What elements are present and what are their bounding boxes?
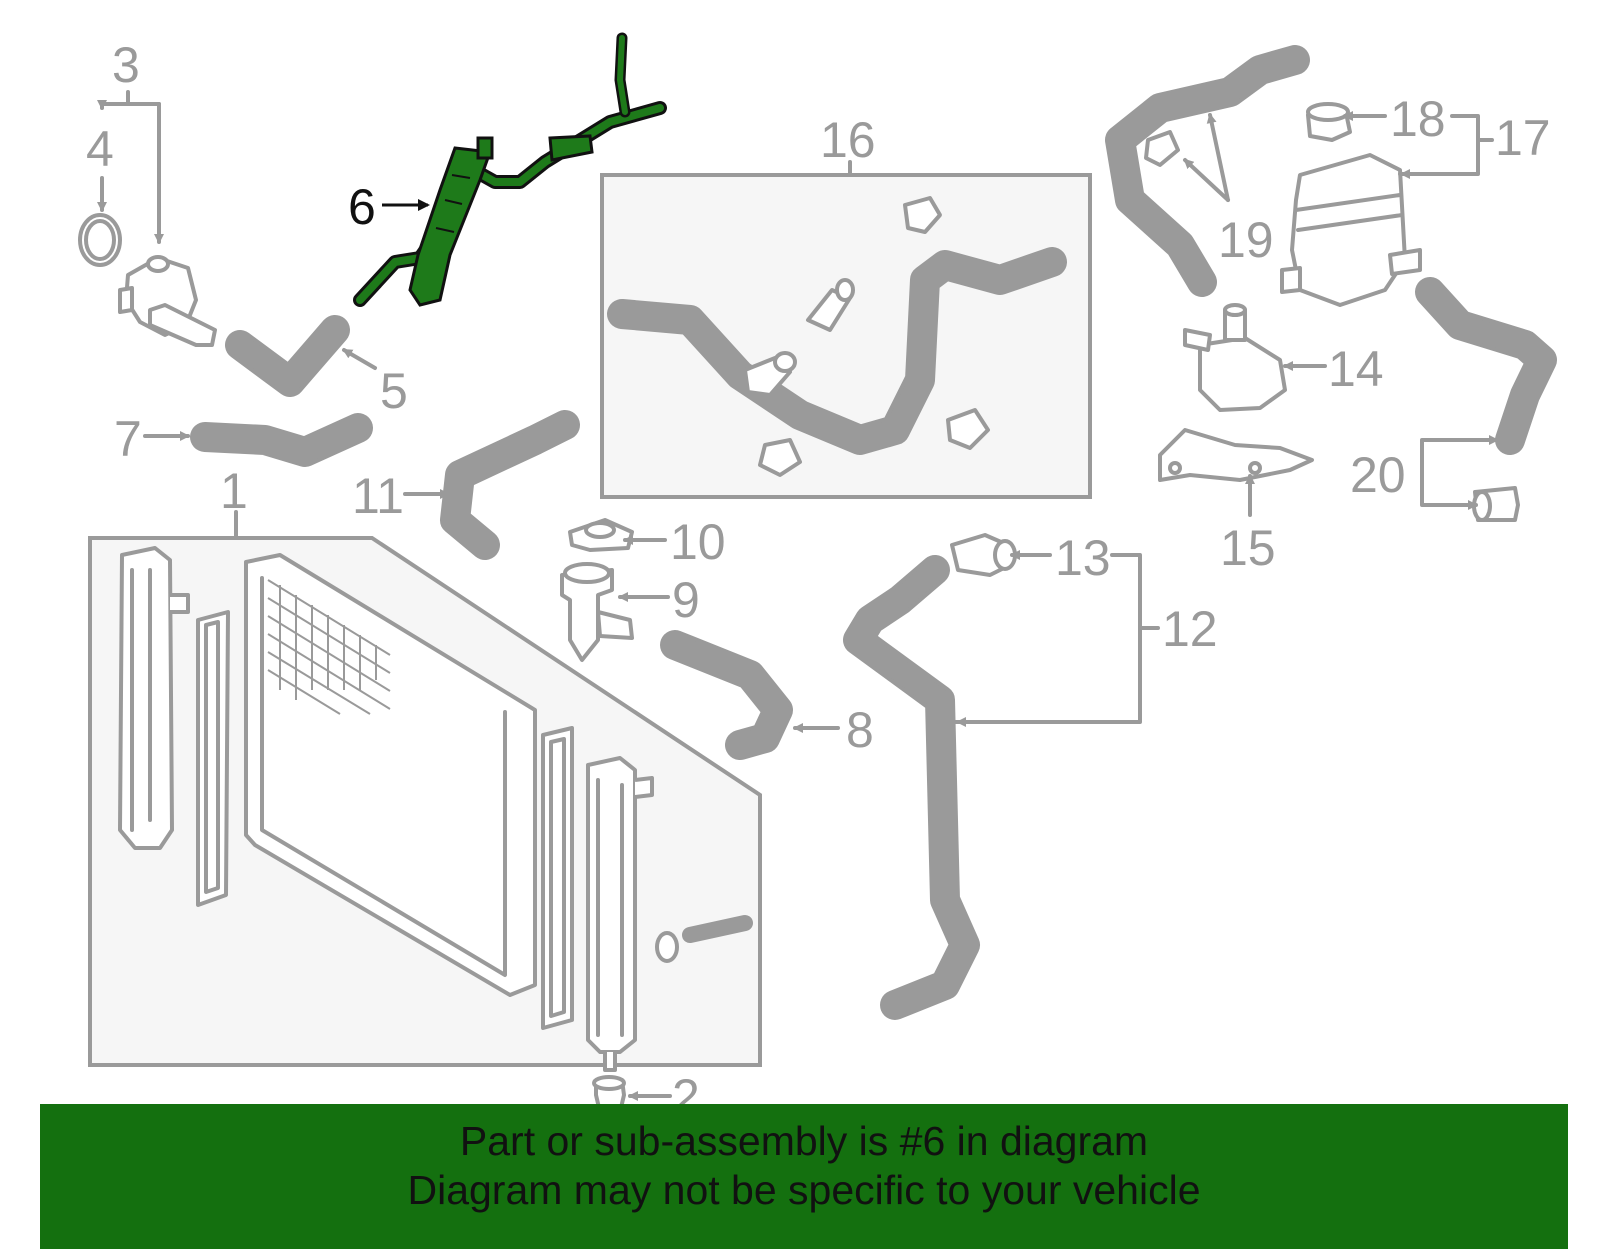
callout-15: 15 (1220, 520, 1276, 576)
callout-12: 12 (1162, 601, 1218, 657)
part-11-hose (440, 410, 580, 560)
part-17-reservoir (1280, 102, 1422, 307)
callout-20: 20 (1350, 447, 1406, 503)
callout-6: 6 (348, 179, 376, 235)
part-12-hose (843, 533, 1017, 1020)
banner-line-part-number: Part or sub-assembly is #6 in diagram (459, 1118, 1149, 1164)
callout-7: 7 (114, 411, 142, 467)
part-19-hose (1105, 45, 1310, 297)
part-14-pump (1183, 303, 1287, 412)
part-16-hose-assembly-group (600, 173, 1092, 499)
part-9-fitting (560, 562, 634, 662)
callout-14: 14 (1328, 341, 1384, 397)
callout-9: 9 (672, 572, 700, 628)
callout-numbers: 1 2 3 4 5 6 7 8 9 10 11 12 13 14 15 16 1… (86, 37, 1551, 1125)
part-3-water-outlet (78, 213, 217, 347)
radiator-left-tank (118, 546, 174, 850)
leader-lines (97, 90, 1499, 1101)
radiator-right-tank (586, 756, 637, 1054)
callout-4: 4 (86, 121, 114, 177)
part-20-hose (1415, 277, 1557, 522)
banner-line-disclaimer: Diagram may not be specific to your vehi… (407, 1167, 1201, 1213)
callout-16: 16 (820, 112, 876, 168)
part-8-hose (660, 630, 793, 760)
radiator-assembly-group (88, 536, 762, 1072)
part-10-cap (568, 518, 634, 552)
part-5-hose (225, 315, 350, 397)
part-15-bracket (1158, 428, 1314, 482)
part-6-water-pipe (353, 32, 667, 307)
radiator-right-seal (541, 726, 574, 1030)
callout-11: 11 (352, 468, 404, 524)
callout-10: 10 (670, 514, 726, 570)
callout-3: 3 (112, 37, 140, 93)
callout-18: 18 (1390, 91, 1446, 147)
callout-8: 8 (846, 702, 874, 758)
callout-5: 5 (380, 363, 408, 419)
callout-13: 13 (1055, 530, 1111, 586)
callout-17: 17 (1495, 110, 1551, 166)
callout-1: 1 (220, 463, 248, 519)
callout-19: 19 (1218, 212, 1274, 268)
part-7-hose (190, 413, 373, 467)
info-banner: Part or sub-assembly is #6 in diagram Di… (40, 1104, 1568, 1249)
radiator-left-seal (196, 610, 230, 907)
